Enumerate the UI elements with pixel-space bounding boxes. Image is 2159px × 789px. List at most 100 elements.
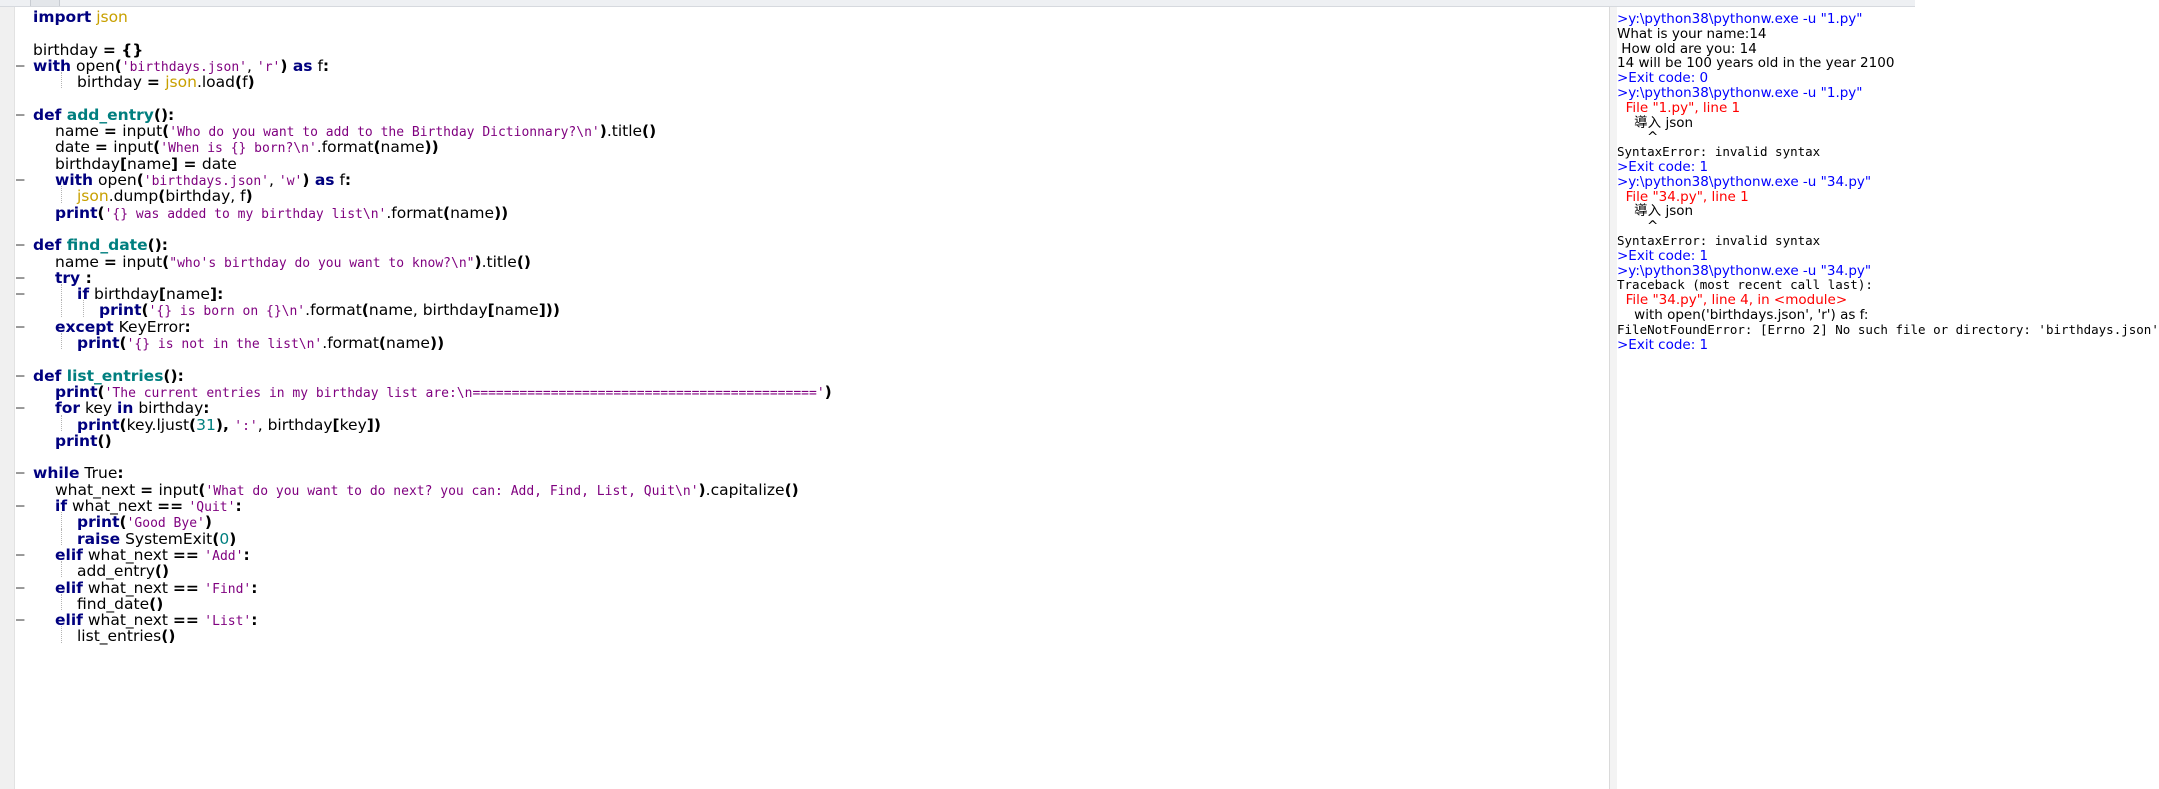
code-token: print <box>77 513 120 532</box>
code-token: ( <box>443 203 451 222</box>
code-token: as <box>314 171 335 189</box>
code-line[interactable]: import json <box>33 7 128 27</box>
code-line[interactable]: list_entries() <box>77 626 175 646</box>
code-token: = <box>103 252 123 271</box>
fold-toggle-icon[interactable]: – <box>16 57 25 74</box>
code-line[interactable]: while True: <box>33 463 124 483</box>
code-token: () <box>784 480 799 499</box>
output-line: 導入 json <box>1617 203 1694 220</box>
code-line[interactable]: name = input('Who do you want to add to … <box>55 121 656 141</box>
output-line: File "34.py", line 4, in <module> <box>1617 292 1848 309</box>
code-line[interactable]: with open('birthdays.json', 'r') as f: <box>33 56 329 76</box>
code-line[interactable]: elif what_next == 'Add': <box>55 545 250 565</box>
code-line[interactable]: except KeyError: <box>55 317 191 337</box>
fold-toggle-icon[interactable]: – <box>16 465 25 482</box>
code-line[interactable]: birthday[name] = date <box>55 154 237 174</box>
code-token: elif <box>55 545 83 564</box>
file-tab[interactable] <box>30 0 60 6</box>
code-line[interactable]: find_date() <box>77 594 163 614</box>
code-token: .title <box>606 122 643 141</box>
code-token: if <box>77 285 90 304</box>
code-token: input <box>122 252 163 271</box>
code-token: SystemExit <box>120 529 213 548</box>
code-token: what_next <box>82 611 173 630</box>
code-token: try <box>55 268 81 287</box>
code-line[interactable]: if birthday[name]: <box>77 284 223 304</box>
code-line[interactable]: print('{} is born on {}\n'.format(name, … <box>99 300 560 320</box>
code-line[interactable]: print('{} is not in the list\n'.format(n… <box>77 333 444 353</box>
code-token: what_next <box>82 545 173 564</box>
code-line[interactable]: try : <box>55 268 92 288</box>
code-token: in <box>117 399 134 418</box>
code-token: () <box>161 627 176 646</box>
fold-toggle-icon[interactable]: – <box>16 237 25 254</box>
code-token: import <box>33 8 92 26</box>
code-token: what_next <box>55 480 141 499</box>
code-line[interactable]: if what_next == 'Quit': <box>55 496 242 516</box>
line-number-gutter <box>0 7 15 789</box>
code-token: .format <box>322 334 379 352</box>
code-token: f <box>334 171 345 189</box>
code-token: f <box>242 73 248 92</box>
fold-toggle-icon[interactable]: – <box>16 318 25 335</box>
fold-toggle-icon[interactable]: – <box>16 286 25 303</box>
fold-margin[interactable]: –––––––––––––– <box>14 7 32 789</box>
indent-guide <box>61 186 62 203</box>
code-token: list_entries <box>61 366 164 385</box>
code-line[interactable]: print('Good Bye') <box>77 512 212 532</box>
code-token: for <box>55 399 81 418</box>
code-line[interactable]: def add_entry(): <box>33 105 174 125</box>
code-token: def <box>33 105 62 124</box>
code-line[interactable]: print(key.ljust(31), ':', birthday[key]) <box>77 415 381 435</box>
code-token: 'When is {} born?\n' <box>160 141 317 157</box>
code-line[interactable]: json.dump(birthday, f) <box>77 186 253 206</box>
fold-toggle-icon[interactable]: – <box>16 498 25 514</box>
code-line[interactable]: add_entry() <box>77 561 169 581</box>
fold-toggle-icon[interactable]: – <box>16 400 25 417</box>
code-token: True <box>79 464 118 483</box>
code-line[interactable]: print('{} was added to my birthday list\… <box>55 203 508 223</box>
code-token: add_entry <box>77 562 155 581</box>
fold-toggle-icon[interactable]: – <box>16 367 25 384</box>
code-line[interactable]: name = input("who's birthday do you want… <box>55 252 531 272</box>
code-token: : <box>322 56 330 75</box>
code-token: birthday <box>133 399 204 418</box>
code-token: 'What do you want to do next? you can: A… <box>205 483 699 499</box>
code-line[interactable]: elif what_next == 'List': <box>55 610 257 630</box>
fold-toggle-icon[interactable]: – <box>16 579 25 596</box>
code-token: (): <box>147 236 168 255</box>
code-line[interactable]: def list_entries(): <box>33 366 184 386</box>
indent-guide <box>61 72 62 89</box>
code-line[interactable]: print('The current entries in my birthda… <box>55 382 832 402</box>
fold-toggle-icon[interactable]: – <box>16 612 25 629</box>
code-line[interactable]: for key in birthday: <box>55 398 209 418</box>
code-line[interactable]: birthday = json.load(f) <box>77 72 255 92</box>
output-line: SyntaxError: invalid syntax <box>1617 144 1821 160</box>
code-token: ( <box>162 122 170 141</box>
code-line[interactable]: birthday = {} <box>33 40 143 60</box>
output-line: >Exit code: 0 <box>1617 70 1709 87</box>
code-token: list_entries <box>77 627 162 646</box>
fold-toggle-icon[interactable]: – <box>16 546 25 563</box>
code-token: , birthday <box>257 415 333 434</box>
code-line[interactable]: date = input('When is {} born?\n'.format… <box>55 137 439 157</box>
code-line[interactable]: what_next = input('What do you want to d… <box>55 480 799 500</box>
code-token: with <box>55 171 94 189</box>
code-line[interactable]: with open('birthdays.json', 'w') as f: <box>55 170 351 190</box>
code-token: .title <box>481 252 517 271</box>
code-token: print <box>99 301 142 320</box>
fold-toggle-icon[interactable]: – <box>16 172 25 188</box>
fold-toggle-icon[interactable]: – <box>16 106 25 123</box>
output-pane[interactable]: >y:\python38\pythonw.exe -u "1.py"What i… <box>1617 7 2159 789</box>
fold-toggle-icon[interactable]: – <box>16 269 25 286</box>
code-token: add_entry <box>61 105 154 124</box>
code-line[interactable]: raise SystemExit(0) <box>77 529 236 549</box>
code-line[interactable]: elif what_next == 'Find': <box>55 578 257 598</box>
output-line: SyntaxError: invalid syntax <box>1617 233 1821 248</box>
code-token: ) <box>280 56 293 75</box>
code-line[interactable]: print() <box>55 431 112 451</box>
code-line[interactable]: def find_date(): <box>33 235 168 255</box>
code-token: ) <box>824 382 832 401</box>
